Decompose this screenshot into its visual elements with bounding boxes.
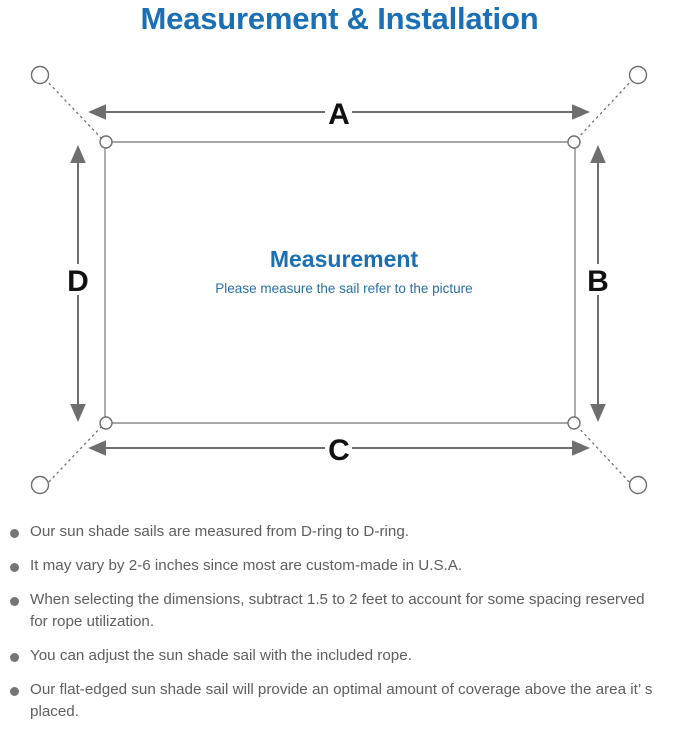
sail-body [104, 141, 576, 424]
bullet-icon [10, 597, 19, 606]
bullet-icon [10, 653, 19, 662]
dimension-b-label: B [587, 265, 609, 298]
d-rings [99, 135, 581, 430]
d-ring-top-left-icon [99, 135, 113, 149]
tie-ropes [44, 78, 634, 487]
rope-top-right [575, 78, 634, 141]
sail-center-subtitle: Please measure the sail refer to the pic… [215, 281, 472, 296]
list-item: You can adjust the sun shade sail with t… [0, 645, 679, 667]
list-item: When selecting the dimensions, subtract … [0, 589, 679, 633]
anchor-top-right-icon [628, 65, 648, 85]
diagram-svg: A C D B Measurement Please measure the s… [30, 65, 648, 495]
list-item: Our flat-edged sun shade sail will provi… [0, 679, 679, 723]
d-ring-bottom-left-icon [99, 416, 113, 430]
anchor-points [30, 65, 648, 495]
list-item: Our sun shade sails are measured from D-… [0, 521, 679, 543]
list-item: It may vary by 2-6 inches since most are… [0, 555, 679, 577]
rope-bottom-right [575, 424, 634, 487]
bullet-icon [10, 687, 19, 696]
dimension-d-label: D [67, 265, 89, 298]
anchor-top-left-icon [30, 65, 50, 85]
d-ring-top-right-icon [567, 135, 581, 149]
anchor-bottom-left-icon [30, 475, 50, 495]
dimension-c-label: C [328, 434, 350, 467]
note-text: When selecting the dimensions, subtract … [30, 591, 645, 630]
sail-center-title: Measurement [270, 246, 419, 272]
notes-list: Our sun shade sails are measured from D-… [0, 521, 679, 735]
measurement-diagram: A C D B Measurement Please measure the s… [0, 48, 679, 518]
dimension-a-label: A [328, 98, 350, 131]
note-text: You can adjust the sun shade sail with t… [30, 647, 412, 664]
note-text: Our flat-edged sun shade sail will provi… [30, 681, 653, 720]
note-text: Our sun shade sails are measured from D-… [30, 523, 409, 540]
bullet-icon [10, 529, 19, 538]
note-text: It may vary by 2-6 inches since most are… [30, 557, 463, 574]
rope-top-left [44, 78, 104, 141]
anchor-bottom-right-icon [628, 475, 648, 495]
rope-bottom-left [44, 424, 104, 487]
page-title: Measurement & Installation [140, 1, 539, 36]
d-ring-bottom-right-icon [567, 416, 581, 430]
bullet-icon [10, 563, 19, 572]
